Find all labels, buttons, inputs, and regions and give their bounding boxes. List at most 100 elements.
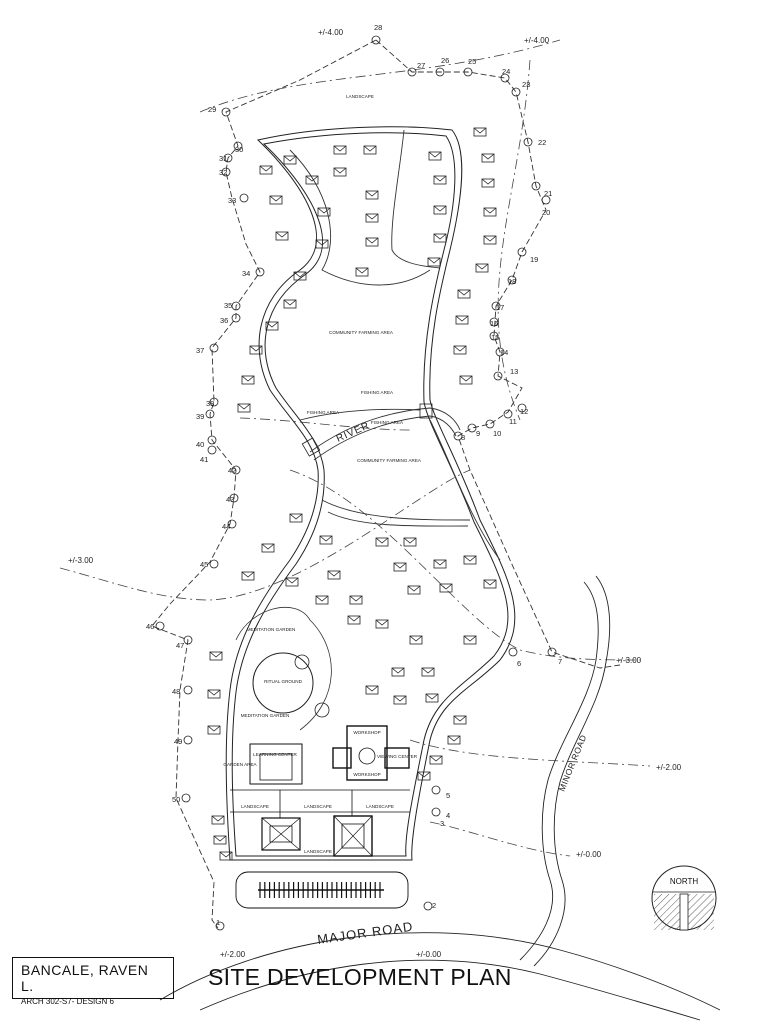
site-outline	[225, 126, 516, 861]
housing-unit-roof	[455, 315, 469, 322]
north-label: NORTH	[669, 877, 699, 886]
housing-unit-roof	[375, 619, 389, 626]
svg-text:VIEWING CENTER: VIEWING CENTER	[377, 754, 418, 759]
housing-unit-roof	[391, 667, 405, 674]
housing-unit-roof	[265, 321, 279, 328]
svg-text:22: 22	[538, 138, 546, 147]
housing-unit	[483, 207, 497, 217]
housing-unit-roof	[457, 289, 471, 296]
housing-unit-roof	[375, 537, 389, 544]
housing-unit	[433, 205, 447, 215]
site-paths	[289, 129, 501, 561]
svg-text:23: 23	[522, 80, 530, 89]
housing-unit-roof	[289, 513, 303, 520]
title-block: BANCALE, RAVEN L. ARCH 302-S7- DESIGN 6	[12, 957, 174, 1006]
housing-unit-roof	[407, 585, 421, 592]
svg-text:+/-0.00: +/-0.00	[416, 950, 442, 959]
housing-unit-roof	[403, 537, 417, 544]
housing-unit-roof	[365, 213, 379, 220]
svg-text:+/-4.00: +/-4.00	[318, 28, 344, 37]
housing-unit-roof	[481, 153, 495, 160]
major-road-label: MAJOR ROAD	[316, 919, 414, 947]
housing-unit	[333, 167, 347, 177]
housing-unit-roof	[463, 555, 477, 562]
housing-unit	[421, 667, 435, 677]
housing-unit-roof	[463, 635, 477, 642]
svg-text:37: 37	[196, 346, 204, 355]
housing-unit	[393, 695, 407, 705]
housing-unit	[213, 835, 227, 845]
housing-unit	[463, 635, 477, 645]
bridge	[301, 437, 321, 457]
svg-text:25: 25	[468, 57, 476, 66]
housing-unit-roof	[453, 715, 467, 722]
svg-text:35: 35	[224, 301, 232, 310]
svg-text:FISHING AREA: FISHING AREA	[371, 420, 404, 425]
parking-area	[235, 871, 409, 909]
housing-unit-roof	[393, 695, 407, 702]
svg-text:3: 3	[440, 819, 444, 828]
housing-unit	[283, 299, 297, 309]
svg-text:GARDEN AREA: GARDEN AREA	[223, 762, 257, 767]
svg-text:15: 15	[491, 333, 499, 342]
svg-text:27: 27	[417, 61, 425, 70]
svg-text:50: 50	[172, 795, 180, 804]
housing-unit	[275, 231, 289, 241]
housing-unit-roof	[421, 667, 435, 674]
housing-unit	[317, 207, 331, 217]
svg-text:19: 19	[530, 255, 538, 264]
housing-unit	[269, 195, 283, 205]
housing-unit	[483, 235, 497, 245]
housing-unit-roof	[425, 693, 439, 700]
housing-unit-roof	[293, 271, 307, 278]
housing-unit	[439, 583, 453, 593]
survey-stations	[155, 35, 557, 931]
svg-text:+/-4.00: +/-4.00	[524, 36, 550, 45]
svg-text:MEDITATION GARDEN: MEDITATION GARDEN	[247, 627, 296, 632]
svg-text:WORKSHOP: WORKSHOP	[353, 730, 380, 735]
housing-unit-roof	[473, 127, 487, 134]
housing-unit-roof	[429, 755, 443, 762]
housing-unit	[283, 155, 297, 165]
housing-unit	[375, 619, 389, 629]
svg-text:42: 42	[228, 466, 236, 475]
svg-text:31: 31	[219, 154, 227, 163]
svg-text:32: 32	[219, 168, 227, 177]
housing-unit-roof	[439, 583, 453, 590]
housing-unit	[427, 257, 441, 267]
housing-unit-roof	[475, 263, 489, 270]
svg-text:+/-3.00: +/-3.00	[68, 556, 94, 565]
svg-text:COMMUNITY FARMING AREA: COMMUNITY FARMING AREA	[357, 458, 422, 463]
housing-unit-roof	[315, 595, 329, 602]
svg-text:+/-3.00: +/-3.00	[616, 656, 642, 665]
housing-unit	[403, 537, 417, 547]
housing-unit	[463, 555, 477, 565]
survey-station-labels: 1 2 3 4 5 6 7 8 9 10 11 12 13 14 15 16 1…	[146, 23, 562, 927]
svg-text:26: 26	[441, 56, 449, 65]
housing-unit-roof	[305, 175, 319, 182]
svg-text:48: 48	[172, 687, 180, 696]
svg-text:LANDSCAPE: LANDSCAPE	[346, 94, 374, 99]
housing-unit-roof	[433, 205, 447, 212]
housing-unit	[453, 345, 467, 355]
housing-unit-roof	[365, 685, 379, 692]
svg-text:RITUAL GROUND: RITUAL GROUND	[264, 679, 303, 684]
housing-unit	[237, 403, 251, 413]
svg-text:LANDSCAPE: LANDSCAPE	[304, 804, 332, 809]
svg-text:40: 40	[196, 440, 204, 449]
housing-unit-roof	[417, 771, 431, 778]
housing-unit	[327, 570, 341, 580]
course-code: ARCH 302-S7- DESIGN 6	[21, 997, 114, 1006]
svg-text:14: 14	[500, 348, 508, 357]
housing-unit-roof	[433, 559, 447, 566]
housing-unit	[433, 175, 447, 185]
svg-text:33: 33	[228, 196, 236, 205]
housing-unit-roof	[333, 145, 347, 152]
svg-text:34: 34	[242, 269, 250, 278]
svg-text:LEARNING CENTER: LEARNING CENTER	[253, 752, 297, 757]
housing-unit-roof	[207, 725, 221, 732]
housing-unit	[459, 375, 473, 385]
housing-unit-roof	[433, 175, 447, 182]
svg-text:5: 5	[446, 791, 450, 800]
